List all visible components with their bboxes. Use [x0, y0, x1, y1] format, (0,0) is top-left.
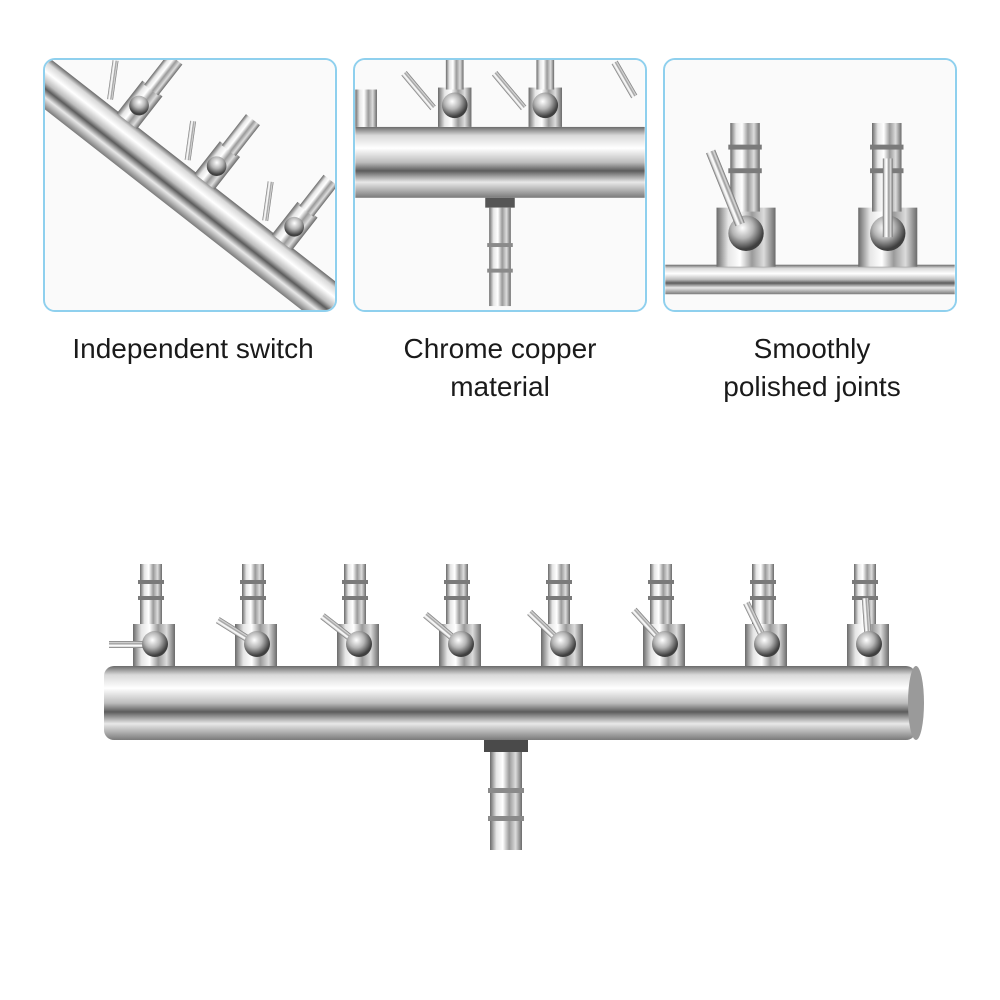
inlet-nut: [484, 740, 528, 752]
caption-chrome-copper: Chrome copper material: [403, 333, 597, 402]
outlet-valve: [320, 564, 379, 666]
manifold-main-pipe: [104, 666, 916, 740]
caption-polished-joints: Smoothly polished joints: [723, 333, 901, 402]
outlet-valve: [743, 564, 787, 666]
manifold-closeup-image: [355, 60, 645, 310]
outlet-valve: [215, 564, 277, 666]
feature-panel-polished-joints: [663, 58, 957, 312]
outlet-valve: [847, 564, 889, 666]
caption-independent-switch: Independent switch: [72, 333, 314, 364]
outlet-valve: [631, 564, 685, 666]
feature-panel-chrome-copper: [353, 58, 647, 312]
outlet-valve: [109, 564, 175, 666]
manifold-product-image: [0, 540, 1000, 860]
joints-closeup-image: [665, 60, 955, 310]
feature-panel-independent-switch: [43, 58, 337, 312]
outlet-valve: [527, 564, 583, 666]
outlet-valve: [423, 564, 481, 666]
inlet-nozzle: [490, 752, 522, 850]
valve-closeup-image: [45, 60, 335, 310]
